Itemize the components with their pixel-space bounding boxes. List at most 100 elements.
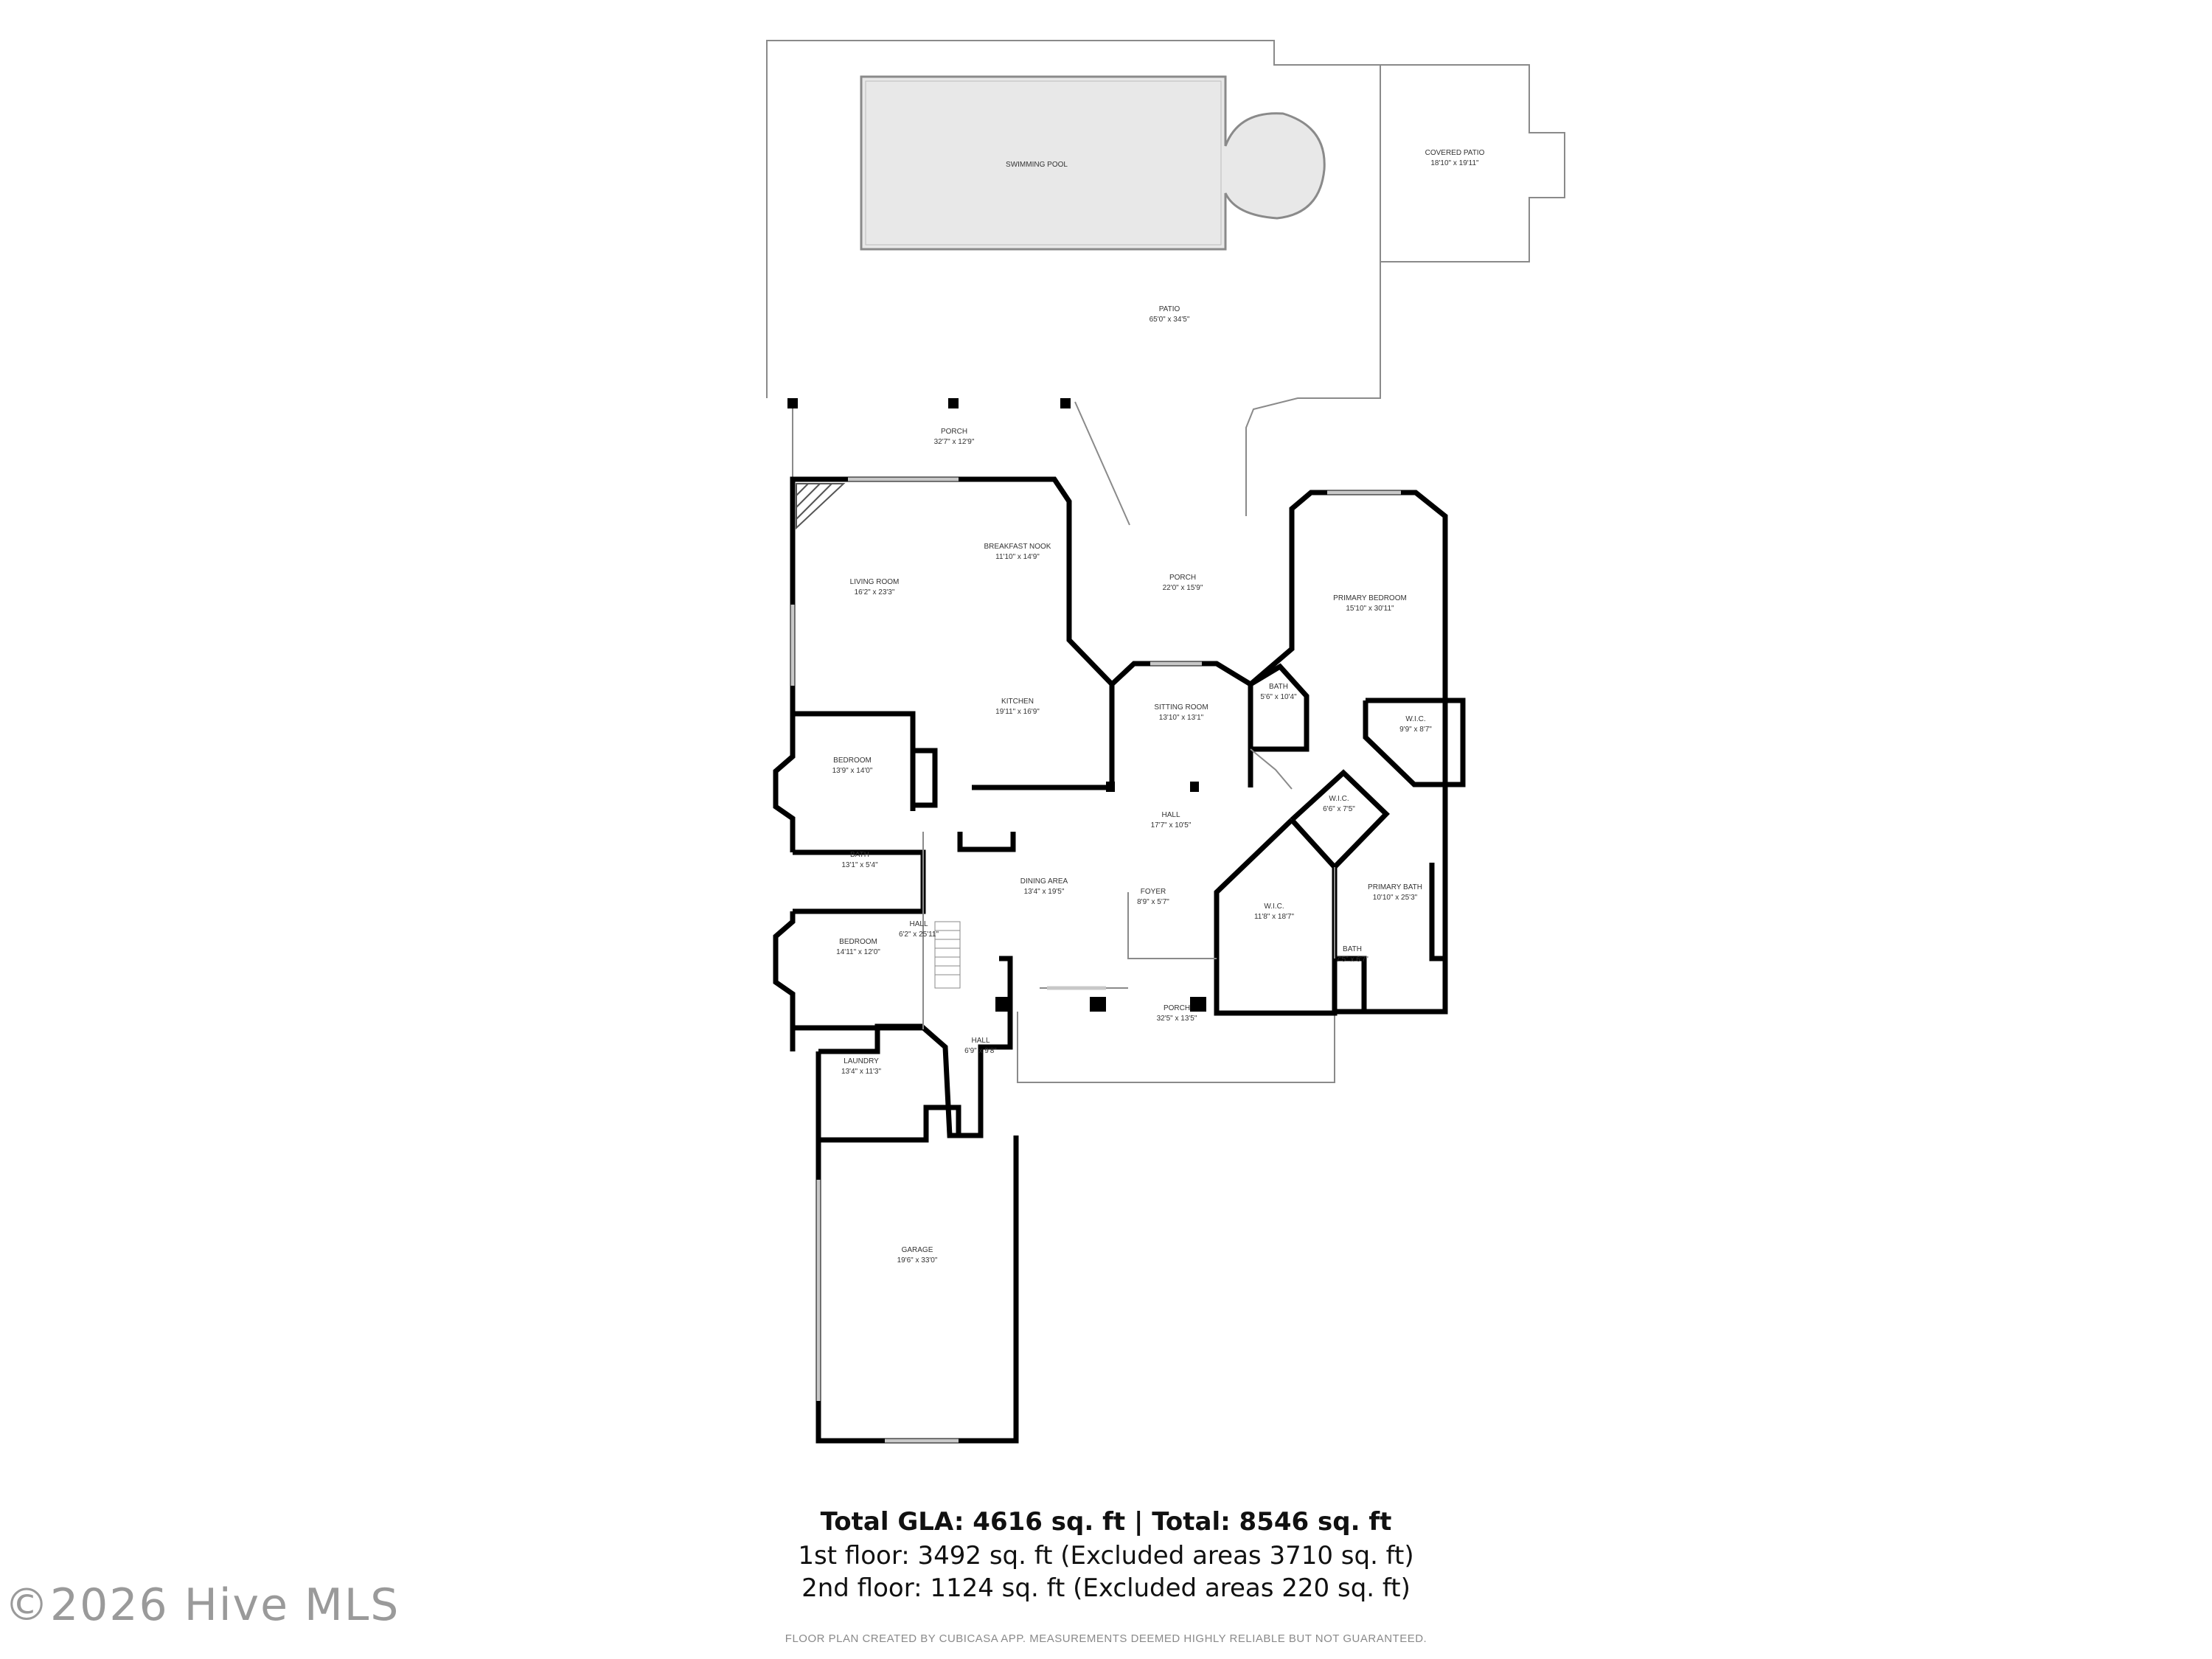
room-dims-patio: 65'0" x 34'5"	[1150, 316, 1190, 324]
room-label-bath-3: BATH	[1343, 945, 1362, 953]
room-dims-wic-1: 9'9" x 8'7"	[1399, 726, 1432, 734]
wall-bedroom1-closet	[913, 748, 938, 808]
room-label-hall-side: HALL	[909, 920, 928, 928]
wall-wic3	[1214, 818, 1338, 1016]
wall-bedroom2	[773, 911, 796, 1051]
watermark: ©2026 Hive MLS	[4, 1579, 400, 1631]
room-dims-garage: 19'6" x 33'0"	[897, 1256, 938, 1265]
room-label-swimming-pool: SWIMMING POOL	[1006, 161, 1068, 169]
rear-porch-right	[1074, 401, 1130, 526]
room-label-primary-bath: PRIMARY BATH	[1368, 883, 1422, 891]
room-dims-kitchen: 19'11" x 16'9"	[995, 708, 1040, 716]
room-dims-bath-2: 13'1" x 5'4"	[841, 861, 878, 869]
room-label-bedroom-1: BEDROOM	[833, 757, 872, 765]
exterior-outlines	[766, 40, 1565, 1083]
room-label-primary-bedroom: PRIMARY BEDROOM	[1333, 594, 1407, 602]
room-label-bedroom-2: BEDROOM	[839, 938, 877, 946]
column	[1106, 782, 1115, 792]
room-label-living-room: LIVING ROOM	[850, 578, 900, 586]
room-label-sitting-room: SITTING ROOM	[1154, 703, 1208, 712]
room-dims-wic-3: 11'8" x 18'7"	[1254, 913, 1295, 921]
room-dims-porch-front: 32'5" x 13'5"	[1157, 1015, 1197, 1023]
walls	[773, 476, 1466, 1444]
room-dims-bath-small: 5'6" x 10'4"	[1260, 693, 1297, 701]
stairs	[934, 921, 961, 989]
wall-bath-small	[1249, 663, 1310, 752]
wall-primary-bath	[1335, 863, 1448, 1015]
room-dims-hall-small: 6'9" x 9'8"	[964, 1047, 997, 1055]
room-dims-hall-main: 17'7" x 10'5"	[1151, 821, 1192, 830]
room-dims-bath-3: 7'5" x 6'7"	[1336, 956, 1368, 964]
room-dims-laundry: 13'4" x 11'3"	[841, 1068, 882, 1076]
room-label-bath-2: BATH	[850, 851, 869, 859]
partitions	[922, 748, 1335, 1029]
partition-bath-hall	[1250, 748, 1293, 790]
room-label-patio: PATIO	[1159, 305, 1180, 313]
wall-wic1	[1363, 698, 1466, 787]
room-label-covered-patio: COVERED PATIO	[1425, 149, 1485, 157]
room-label-porch-center: PORCH	[1169, 574, 1196, 582]
disclaimer: FLOOR PLAN CREATED BY CUBICASA APP. MEAS…	[785, 1632, 1427, 1645]
fireplace-hatch	[796, 483, 821, 508]
partition-foyer	[1127, 892, 1217, 959]
total-area: Total GLA: 4616 sq. ft | Total: 8546 sq.…	[820, 1507, 1392, 1537]
pool-inner	[865, 80, 1222, 246]
fireplace-hatch	[796, 483, 832, 520]
room-dims-sitting-room: 13'10" x 13'1"	[1159, 714, 1204, 722]
room-label-garage: GARAGE	[902, 1246, 933, 1254]
room-label-porch-front: PORCH	[1164, 1004, 1190, 1012]
room-dims-primary-bedroom: 15'10" x 30'11"	[1346, 605, 1394, 613]
swimming-pool	[860, 75, 1326, 251]
fireplace-outline	[796, 483, 846, 530]
room-dims-wic-2: 6'6" x 7'5"	[1323, 805, 1355, 813]
room-dims-porch-rear: 32'7" x 12'9"	[934, 438, 975, 446]
room-dims-covered-patio: 18'10" x 19'11"	[1430, 159, 1479, 167]
first-floor-area: 1st floor: 3492 sq. ft (Excluded areas 3…	[798, 1541, 1414, 1571]
wall-garage	[815, 1135, 1019, 1444]
room-label-hall-small: HALL	[971, 1037, 990, 1045]
room-label-porch-rear: PORCH	[941, 428, 967, 436]
wall-bath3	[1335, 956, 1367, 1012]
room-label-dining-area: DINING AREA	[1020, 877, 1068, 886]
front-porch-outline	[1017, 1012, 1335, 1083]
room-dims-porch-center: 22'0" x 15'9"	[1163, 584, 1203, 592]
wall-bedroom1-west	[773, 714, 796, 852]
room-label-hall-main: HALL	[1161, 811, 1180, 819]
room-dims-dining-area: 13'4" x 19'5"	[1024, 888, 1065, 896]
wall-wic2	[1290, 769, 1390, 872]
windows	[790, 477, 1401, 1443]
room-dims-breakfast-nook: 11'10" x 14'9"	[995, 553, 1040, 561]
wall-laundry	[815, 1023, 961, 1143]
room-label-laundry: LAUNDRY	[844, 1057, 879, 1065]
room-label-wic-3: W.I.C.	[1264, 902, 1284, 911]
column	[1060, 398, 1071, 408]
column	[1090, 997, 1106, 1012]
wall-sitting-east	[1248, 490, 1448, 700]
room-dims-living-room: 16'2" x 23'3"	[855, 588, 895, 597]
room-dims-bedroom-1: 13'9" x 14'0"	[832, 767, 873, 775]
room-label-wic-2: W.I.C.	[1329, 795, 1349, 803]
pool-shape	[860, 75, 1326, 251]
room-dims-foyer: 8'9" x 5'7"	[1137, 898, 1169, 906]
column	[995, 997, 1012, 1012]
room-label-wic-1: W.I.C.	[1405, 715, 1425, 723]
stairs-outline	[934, 921, 961, 989]
column	[1190, 997, 1206, 1012]
room-label-bath-small: BATH	[1269, 683, 1288, 691]
second-floor-area: 2nd floor: 1124 sq. ft (Excluded areas 2…	[801, 1573, 1411, 1603]
column	[1190, 782, 1199, 792]
room-dims-primary-bath: 10'10" x 25'3"	[1373, 894, 1418, 902]
column	[787, 398, 798, 408]
wall-stair-hall	[957, 832, 1016, 852]
wall-bedroom1	[793, 711, 916, 811]
fireplace-hatch	[796, 483, 809, 496]
columns	[787, 398, 1206, 1012]
patio-outline	[766, 40, 1381, 516]
covered-patio-outline	[1380, 64, 1565, 262]
room-label-kitchen: KITCHEN	[1001, 698, 1034, 706]
room-dims-bedroom-2: 14'11" x 12'0"	[836, 948, 880, 956]
wall-dining-east	[999, 956, 1013, 988]
fireplace	[796, 483, 846, 530]
room-label-breakfast-nook: BREAKFAST NOOK	[984, 543, 1051, 551]
